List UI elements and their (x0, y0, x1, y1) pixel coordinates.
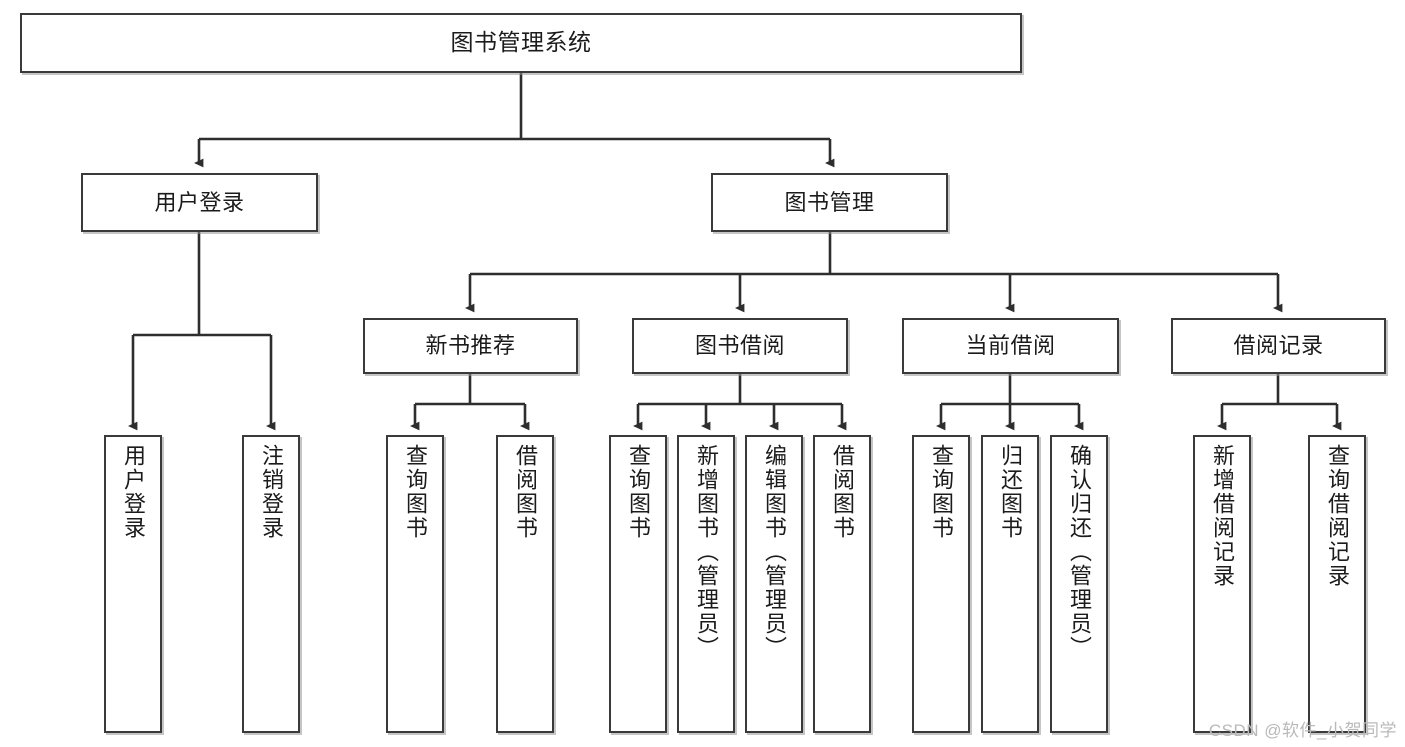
node-current-borrowing[interactable]: 当前借阅 (902, 318, 1119, 374)
node-user-login[interactable]: 用户登录 (81, 173, 318, 232)
leaf-query-book-borrowing[interactable]: 查询图书 (609, 435, 667, 733)
node-label: 借阅图书 (513, 444, 538, 540)
node-label: 图书借阅 (694, 333, 785, 359)
node-label: 查询图书 (929, 444, 954, 540)
node-label: 新增图书（管理员） (694, 444, 719, 660)
node-new-book-recommendation[interactable]: 新书推荐 (363, 318, 578, 374)
node-label: 借阅图书 (830, 444, 855, 540)
node-label: 当前借阅 (965, 333, 1056, 359)
leaf-confirm-return-admin[interactable]: 确认归还（管理员） (1050, 435, 1108, 733)
node-label: 归还图书 (998, 444, 1023, 540)
leaf-query-book-recommend[interactable]: 查询图书 (386, 435, 444, 733)
node-book-borrowing[interactable]: 图书借阅 (632, 318, 848, 374)
node-label: 新书推荐 (425, 333, 516, 359)
node-label: 图书管理系统 (450, 29, 592, 56)
node-label: 借阅记录 (1233, 333, 1324, 359)
leaf-query-borrowing-record[interactable]: 查询借阅记录 (1308, 435, 1366, 733)
leaf-borrow-book-recommend[interactable]: 借阅图书 (496, 435, 554, 733)
leaf-edit-book-admin[interactable]: 编辑图书（管理员） (745, 435, 803, 733)
node-root-book-management-system[interactable]: 图书管理系统 (20, 13, 1022, 73)
node-label: 查询图书 (626, 444, 651, 540)
node-label: 用户登录 (121, 444, 146, 540)
leaf-query-book-current[interactable]: 查询图书 (912, 435, 970, 733)
node-label: 查询图书 (403, 444, 428, 540)
node-borrowing-records[interactable]: 借阅记录 (1171, 318, 1386, 374)
leaf-add-borrowing-record[interactable]: 新增借阅记录 (1193, 435, 1251, 733)
leaf-user-login[interactable]: 用户登录 (104, 435, 162, 733)
node-label: 用户登录 (154, 189, 245, 215)
leaf-return-book[interactable]: 归还图书 (981, 435, 1039, 733)
leaf-borrow-book-borrowing[interactable]: 借阅图书 (813, 435, 871, 733)
watermark-text: CSDN @软件_小贺同学 (1208, 721, 1397, 740)
node-label: 新增借阅记录 (1210, 444, 1235, 588)
node-label: 查询借阅记录 (1325, 444, 1350, 588)
node-label: 确认归还（管理员） (1067, 444, 1092, 660)
node-label: 编辑图书（管理员） (762, 444, 787, 660)
leaf-add-book-admin[interactable]: 新增图书（管理员） (677, 435, 735, 733)
node-label: 注销登录 (259, 444, 284, 540)
node-book-management[interactable]: 图书管理 (711, 173, 948, 232)
node-label: 图书管理 (784, 189, 875, 215)
leaf-logout[interactable]: 注销登录 (242, 435, 300, 733)
